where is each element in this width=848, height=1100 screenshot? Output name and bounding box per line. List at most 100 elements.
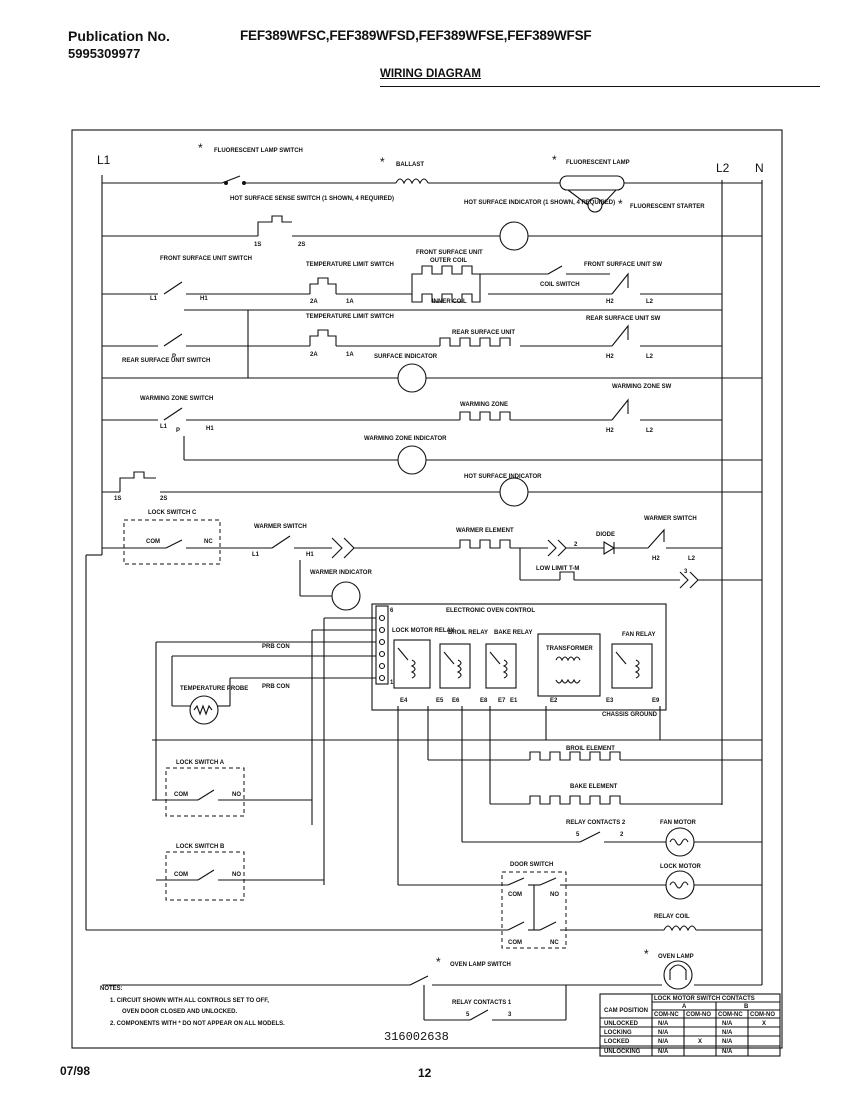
ballast-label: BALLAST <box>396 162 424 168</box>
cam-cell: N/A <box>658 1030 669 1036</box>
surface-indicator-lamp <box>397 363 427 393</box>
hot-surface-indicator-top-label: HOT SURFACE INDICATOR (1 SHOWN, 4 REQUIR… <box>464 200 615 206</box>
ballast-coil <box>395 178 429 185</box>
model-numbers: FEF389WFSC,FEF389WFSD,FEF389WFSE,FEF389W… <box>240 28 592 43</box>
diagram-title: WIRING DIAGRAM <box>380 68 481 80</box>
cam-subheader: COM-NC <box>718 1012 743 1018</box>
cam-group-b: B <box>744 1004 749 1010</box>
terminal-h1: H1 <box>206 426 214 432</box>
outer-coil <box>411 265 481 294</box>
row-warmer: LOCK SWITCH C COM NC WARMER SWITCH WARME… <box>102 510 762 611</box>
relay-coil-label: RELAY COIL <box>654 914 690 920</box>
warming-zone-label: WARMING ZONE <box>460 402 508 408</box>
broil-element <box>529 751 621 761</box>
cam-row-position: UNLOCKING <box>604 1049 641 1055</box>
terminal-e2: E2 <box>550 698 558 704</box>
relay-contacts-2-label: RELAY CONTACTS 2 <box>566 820 626 826</box>
terminal-e4: E4 <box>400 698 408 704</box>
coil-switch-label: COIL SWITCH <box>540 282 580 288</box>
terminal-2a: 2A <box>310 299 318 305</box>
publication-number: 5995309977 <box>68 46 141 61</box>
bus-l2-label: L2 <box>716 161 730 175</box>
cam-row-position: LOCKED <box>604 1039 630 1045</box>
warmer-switch-right-label: WARMER SWITCH <box>644 516 697 522</box>
diagram-frame <box>71 129 783 1049</box>
lock-switch-a-box <box>165 767 245 817</box>
lock-motor-relay-label: LOCK MOTOR RELAY <box>392 628 454 634</box>
eoc-connector <box>375 605 389 685</box>
title-rule <box>380 86 820 87</box>
cam-subheader: COM-NC <box>654 1012 679 1018</box>
warmer-element-label: WARMER ELEMENT <box>456 528 514 534</box>
page-number: 12 <box>418 1066 432 1080</box>
cam-cell: N/A <box>658 1021 669 1027</box>
relay-coil-icon <box>663 925 697 932</box>
terminal-com: COM <box>174 792 188 798</box>
chassis-ground-label: CHASSIS GROUND <box>602 712 658 718</box>
terminal-1s: 1S <box>254 242 261 248</box>
front-surface-unit-switch-label: FRONT SURFACE UNIT SWITCH <box>160 256 252 262</box>
oven-lamp-switch-label: OVEN LAMP SWITCH <box>450 962 511 968</box>
notes-line-3: 2. COMPONENTS WITH * DO NOT APPEAR ON AL… <box>110 1021 285 1027</box>
warmer-element <box>459 539 511 549</box>
cam-cell: N/A <box>658 1049 669 1055</box>
cam-position-table: LOCK MOTOR SWITCH CONTACTS CAM POSITION … <box>599 993 781 1057</box>
terminal-e1: E1 <box>510 698 518 704</box>
star-icon: * <box>198 141 203 155</box>
motor-circuits: RELAY CONTACTS 2 5 2 FAN MOTOR DOOR SWIT… <box>85 554 762 949</box>
terminal-e8: E8 <box>480 698 488 704</box>
cam-cell: X <box>698 1039 702 1045</box>
terminal-2s: 2S <box>160 496 167 502</box>
electronic-oven-control: ELECTRONIC OVEN CONTROL LOCK MOTOR RELAY… <box>371 603 667 718</box>
prb-con-label-1: PRB CON <box>262 644 290 650</box>
broil-element-label: BROIL ELEMENT <box>566 746 615 752</box>
warming-zone-sw-label: WARMING ZONE SW <box>612 384 672 390</box>
row-hot-surface-indicator: HOT SURFACE INDICATOR 1S 2S <box>102 471 762 507</box>
star-icon: * <box>380 155 385 169</box>
terminal-1a: 1A <box>346 299 354 305</box>
notes-line-2: OVEN DOOR CLOSED AND UNLOCKED. <box>122 1009 237 1015</box>
probe-wiring: PRB CON PRB CON TEMPERATURE PROBE <box>155 617 376 885</box>
lock-switch-b-box <box>165 851 245 901</box>
terminal-p: P <box>176 428 180 434</box>
diode-label: DIODE <box>596 532 615 538</box>
terminal-no: NO <box>550 892 559 898</box>
terminal-e6: E6 <box>452 698 460 704</box>
fan-motor-label: FAN MOTOR <box>660 820 697 826</box>
terminal-com: COM <box>508 892 522 898</box>
oven-lamp-label: OVEN LAMP <box>658 954 694 960</box>
fluorescent-starter-label: FLUORESCENT STARTER <box>630 204 705 210</box>
terminal-h2: H2 <box>606 354 614 360</box>
lock-switch-a-label: LOCK SWITCH A <box>176 760 225 766</box>
oven-elements: BROIL ELEMENT BAKE ELEMENT <box>152 706 762 885</box>
rear-surface-element <box>439 337 511 347</box>
row-warming-zone: WARMING ZONE SWITCH WARMING ZONE WARMING… <box>102 384 762 475</box>
door-switch-label: DOOR SWITCH <box>510 862 553 868</box>
terminal-no: NO <box>232 792 241 798</box>
notes-line-1: 1. CIRCUIT SHOWN WITH ALL CONTROLS SET T… <box>110 998 269 1004</box>
cam-position-header: CAM POSITION <box>604 1008 648 1014</box>
terminal-l2: L2 <box>688 556 696 562</box>
cam-cell: N/A <box>722 1030 733 1036</box>
cam-cell: X <box>762 1021 766 1027</box>
terminal-no: NO <box>232 872 241 878</box>
temp-limit-switch-label-2: TEMPERATURE LIMIT SWITCH <box>306 314 394 320</box>
terminal-3: 3 <box>684 569 688 575</box>
terminal-e7: E7 <box>498 698 506 704</box>
temperature-probe-icon <box>189 695 219 725</box>
eoc-label: ELECTRONIC OVEN CONTROL <box>446 608 535 614</box>
terminal-5: 5 <box>466 1012 470 1018</box>
warming-zone-element <box>459 411 511 421</box>
terminal-h2: H2 <box>606 299 614 305</box>
cam-row-position: UNLOCKED <box>604 1021 639 1027</box>
cam-cell: N/A <box>722 1039 733 1045</box>
warmer-indicator-lamp <box>331 581 361 611</box>
row-front-surface: FRONT SURFACE UNIT SWITCH TEMPERATURE LI… <box>102 250 722 311</box>
cam-subheader: COM-NO <box>750 1012 775 1018</box>
diode-icon <box>603 541 616 555</box>
bus-n-label: N <box>755 161 764 175</box>
lock-motor-relay-box <box>393 639 431 689</box>
star-icon: * <box>618 197 623 211</box>
terminal-l2: L2 <box>646 354 654 360</box>
warmer-indicator-label: WARMER INDICATOR <box>310 570 372 576</box>
